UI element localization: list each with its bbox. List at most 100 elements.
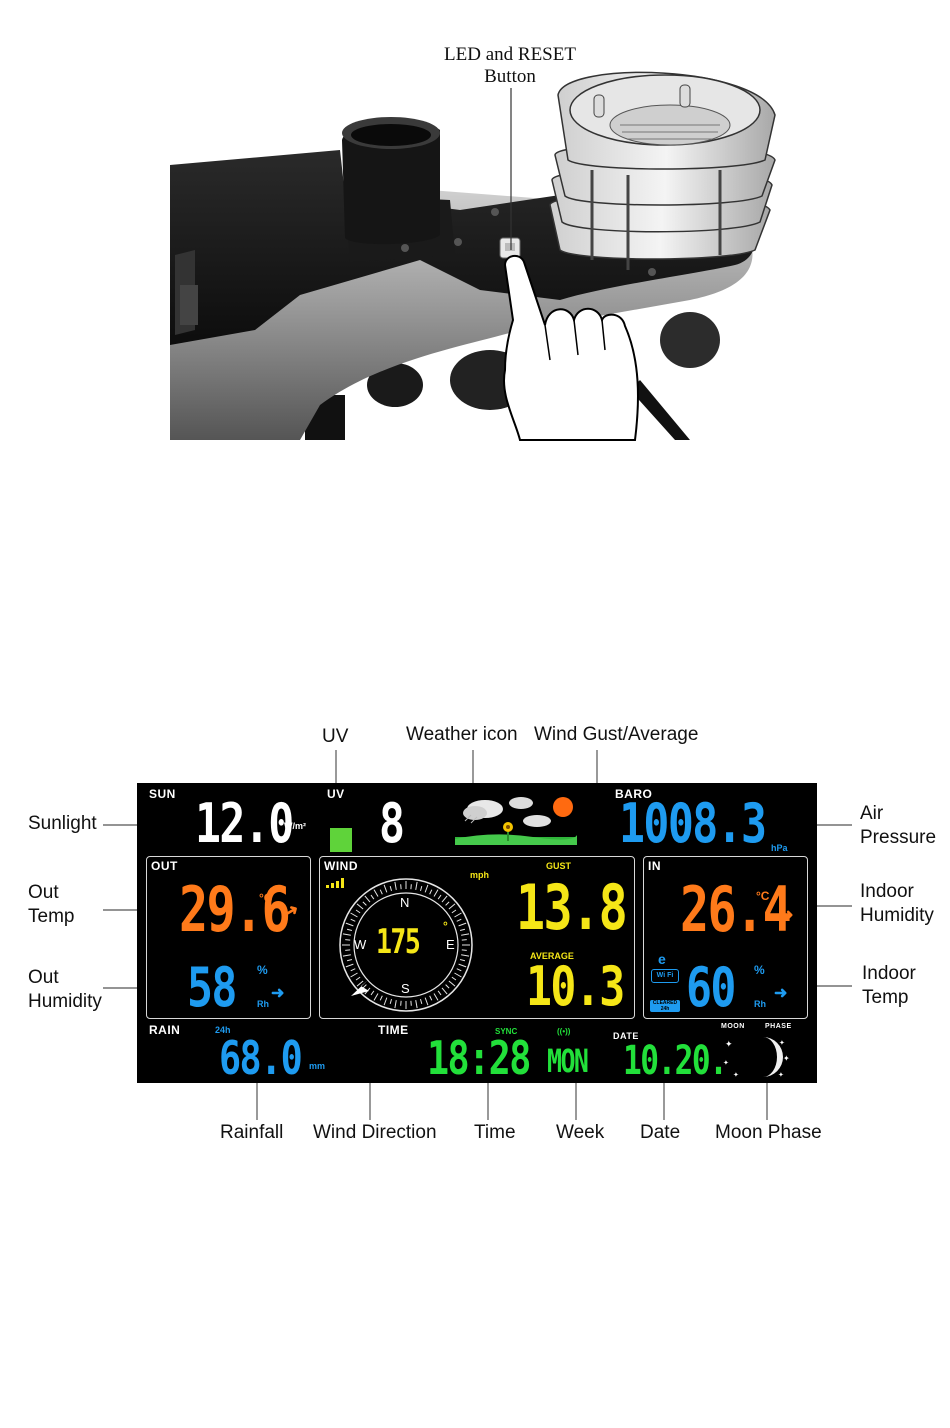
compass-tick <box>373 889 379 897</box>
compass-tick <box>342 954 351 957</box>
compass-tick <box>415 881 418 890</box>
compass-tick <box>445 901 450 906</box>
compass-tick <box>356 980 364 987</box>
compass-tick <box>433 993 439 1001</box>
sync-label: SYNC <box>495 1027 518 1036</box>
week-value: MON <box>547 1042 589 1080</box>
svg-text:✦: ✦ <box>725 1040 733 1050</box>
baro-label: BARO <box>615 787 653 801</box>
compass-tick <box>394 881 397 890</box>
annotation-out-temp-line1: Out <box>28 882 59 903</box>
compass-tick <box>441 987 448 995</box>
compass-tick <box>364 895 371 903</box>
wind-compass: N E S W 175 ° <box>338 877 474 1013</box>
sync-signal-icon: ((•)) <box>557 1027 571 1036</box>
compass-tick <box>356 903 364 910</box>
compass-s: S <box>401 981 410 996</box>
compass-tick <box>459 928 466 931</box>
annotation-wind-direction: Wind Direction <box>313 1122 437 1143</box>
compass-tick <box>345 922 354 927</box>
compass-tick <box>461 954 470 957</box>
led-reset-callout: LED and RESET Button <box>415 44 605 88</box>
uv-value: 8 <box>379 792 405 855</box>
compass-tick <box>454 912 462 918</box>
svg-text:✦: ✦ <box>733 1071 739 1079</box>
annotation-air-pressure-line2: Pressure <box>860 827 937 848</box>
trend-steady-arrow-icon: ➜ <box>271 985 285 1002</box>
out-panel: OUT 29.6 °C ➜ 58 % Rh ➜ <box>146 856 311 1019</box>
annotation-out-humidity-line1: Out <box>28 967 59 988</box>
average-label: AVERAGE <box>530 951 574 961</box>
annotation-indoor-humidity: Indoor Humidity <box>860 880 934 928</box>
weather-station-display: SUN 12.0 W/m² UV 8 BARO 1008.3 hPa OUT 2… <box>137 783 817 1083</box>
ie-icon: e <box>658 951 666 967</box>
compass-tick <box>420 998 423 1005</box>
moon-phase-icon: ✦ ✦ ✦ ✦ ✦ ✦ <box>723 1035 791 1079</box>
out-label: OUT <box>151 859 178 873</box>
svg-text:✦: ✦ <box>779 1039 785 1047</box>
compass-e: E <box>446 937 455 952</box>
annotation-indoor-humidity-line2: Humidity <box>860 905 934 926</box>
out-humidity-sub: Rh <box>257 999 269 1009</box>
compass-tick <box>383 997 388 1006</box>
hand-pointing-icon <box>503 254 639 441</box>
in-label: IN <box>648 859 661 873</box>
rain-unit: mm <box>309 1061 326 1071</box>
compass-tick <box>451 976 457 981</box>
annotation-indoor-humidity-line1: Indoor <box>860 881 914 902</box>
svg-text:✦: ✦ <box>783 1054 790 1063</box>
annotation-out-humidity-line2: Humidity <box>28 991 102 1012</box>
in-humidity-unit: % <box>754 963 765 977</box>
in-trend-steady-arrow-icon: ➜ <box>780 907 794 924</box>
compass-tick <box>394 1000 397 1009</box>
moon-phase-label: PHASE <box>765 1023 792 1030</box>
compass-tick <box>433 889 439 897</box>
out-temp-unit: °C <box>259 891 273 905</box>
compass-tick <box>458 963 467 968</box>
sun-value: 12.0 <box>195 792 294 855</box>
annotation-air-pressure-line1: Air <box>860 803 884 824</box>
compass-tick <box>458 922 467 927</box>
annotation-indoor-temp-line2: Temp <box>862 987 909 1008</box>
annotation-date: Date <box>640 1122 681 1143</box>
compass-tick <box>429 889 433 895</box>
compass-n: N <box>400 895 410 910</box>
out-humidity-unit: % <box>257 963 268 977</box>
average-value: 10.3 <box>526 955 625 1018</box>
date-value: 10.20. <box>623 1038 728 1084</box>
compass-tick <box>420 885 423 892</box>
wind-direction-value: 175 <box>376 922 421 962</box>
annotation-time: Time <box>474 1122 516 1143</box>
compass-tick <box>454 972 462 978</box>
compass-tick <box>456 968 462 972</box>
compass-tick <box>362 901 367 906</box>
out-temp-value: 29.6 <box>179 873 291 946</box>
compass-tick <box>424 884 429 893</box>
compass-tick <box>448 980 456 987</box>
compass-tick <box>350 918 356 922</box>
annotation-indoor-temp: Indoor Temp <box>862 962 916 1010</box>
wind-label: WIND <box>324 859 358 873</box>
time-label: TIME <box>378 1023 409 1037</box>
radiation-shield <box>549 71 776 270</box>
compass-tick <box>456 918 462 922</box>
compass-tick <box>389 885 392 892</box>
compass-tick <box>383 884 388 893</box>
compass-tick <box>342 933 351 936</box>
annotation-indoor-temp-line1: Indoor <box>862 963 916 984</box>
moon-label: MOON <box>721 1023 745 1030</box>
compass-tick <box>424 997 429 1006</box>
cleared-badge: CLEARED 24h <box>650 1000 680 1012</box>
compass-tick <box>350 912 358 918</box>
annotation-out-humidity: Out Humidity <box>28 966 102 1014</box>
compass-tick <box>415 1000 418 1009</box>
compass-tick <box>441 895 448 903</box>
rain-label: RAIN <box>149 1023 181 1037</box>
compass-tick <box>350 968 356 972</box>
sun-unit: W/m² <box>284 821 306 831</box>
annotation-sunlight: Sunlight <box>28 813 97 834</box>
compass-tick <box>370 990 375 996</box>
in-temp-value: 26.4 <box>680 873 792 946</box>
compass-tick <box>379 889 383 895</box>
compass-tick <box>429 995 433 1001</box>
